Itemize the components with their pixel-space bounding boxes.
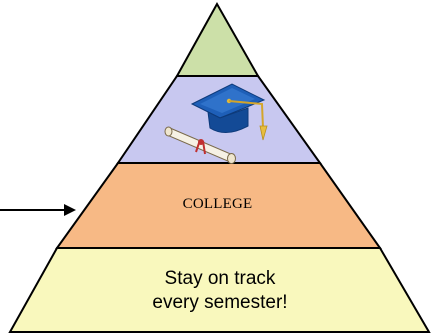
pyramid-level-base	[8, 247, 431, 333]
graduation-cap-icon	[190, 83, 268, 141]
base-label-line-1: Stay on track	[164, 268, 276, 289]
pyramid-level-top	[175, 1, 260, 77]
base-label-line-2: every semester!	[152, 292, 288, 313]
base-level-label: Stay on track every semester!	[120, 261, 320, 321]
college-level-label: COLLEGE	[182, 196, 253, 212]
pointer-arrow	[0, 204, 76, 216]
diploma-scroll-icon	[164, 126, 236, 164]
